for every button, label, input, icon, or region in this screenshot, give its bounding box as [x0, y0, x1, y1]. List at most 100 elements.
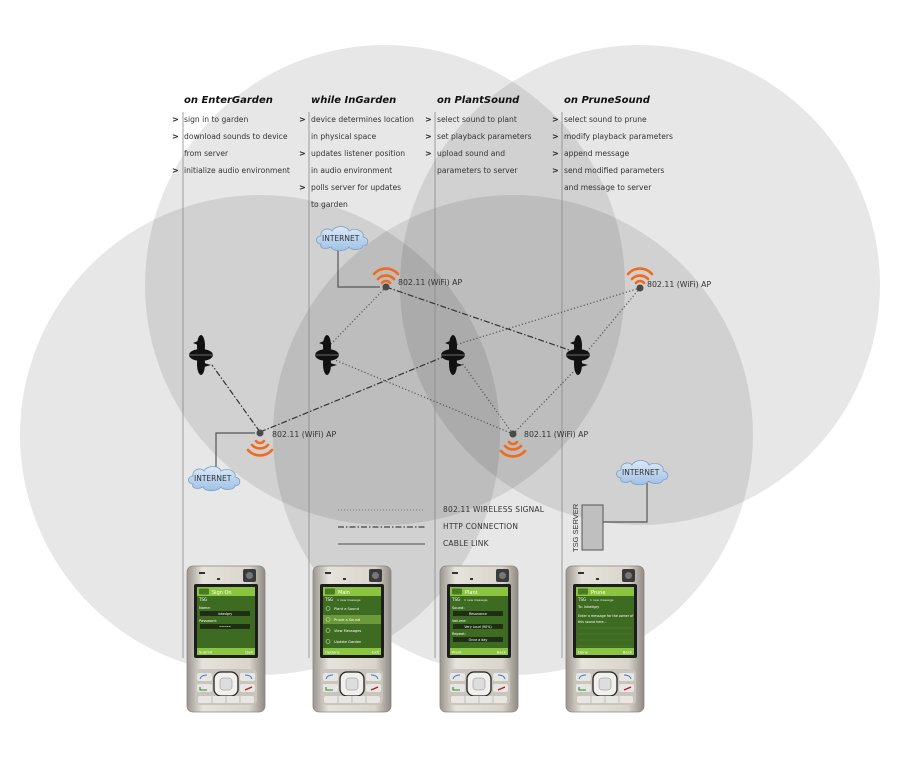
phone-brand: TSG	[324, 597, 333, 602]
cable-links	[215, 247, 648, 523]
step-text: upload sound and	[437, 149, 506, 158]
step-item: >modify playback parameters	[550, 128, 675, 145]
phone-subtitle: 1 new message	[464, 598, 488, 602]
bullet-arrow-icon: >	[299, 183, 306, 192]
internet-cloud-left[interactable]: INTERNET	[188, 466, 241, 492]
step-item: >send modified parameters	[550, 162, 675, 179]
phone-field-value[interactable]: inkedgry	[218, 612, 232, 616]
softkey-right[interactable]: Quit	[245, 650, 253, 655]
step-text: from server	[184, 149, 229, 158]
step-text: download sounds to device	[184, 132, 288, 141]
action-column: on PruneSound>select sound to prune>modi…	[550, 95, 675, 196]
phone-subtitle: 1 new message	[337, 598, 361, 602]
legend-label-http: HTTP CONNECTION	[443, 522, 519, 531]
phone-field-label: Sound:	[452, 606, 465, 610]
step-item: >upload sound and	[423, 145, 548, 162]
cloud-icon	[616, 460, 669, 486]
phone-brand: TSG	[198, 597, 207, 602]
softkey-left[interactable]: Plant	[452, 650, 462, 655]
bullet-arrow-icon: >	[299, 115, 306, 124]
softkey-right[interactable]: Back	[623, 650, 633, 655]
internet-cloud-top[interactable]: INTERNET	[316, 226, 369, 252]
phone-menu-item[interactable]: Update Garden	[334, 640, 361, 644]
cable-link	[603, 480, 648, 523]
phone-field-value[interactable]: ••••••	[219, 625, 231, 629]
wireless-signal-line	[334, 359, 514, 435]
action-column: while InGarden >device determines locatio…	[297, 95, 422, 213]
softkey-left[interactable]: Done	[578, 650, 589, 655]
listener-device-icon[interactable]	[189, 335, 213, 375]
cloud-label: INTERNET	[322, 234, 360, 243]
listener-device-icon[interactable]	[315, 335, 339, 375]
phone-menu-item[interactable]: Plant a Sound	[334, 607, 359, 611]
phone-screen-title: Main	[338, 590, 350, 596]
step-text: append message	[564, 149, 630, 158]
softkey-left[interactable]: Submit	[199, 650, 213, 655]
step-text: send modified parameters	[564, 166, 665, 175]
wifi-icon	[246, 439, 274, 457]
phone-field-value[interactable]: Once a day	[469, 638, 488, 642]
phone-screen-title: Prune	[591, 590, 605, 596]
column-dividers	[182, 112, 563, 658]
internet-cloud-right[interactable]: INTERNET	[616, 460, 669, 486]
phone-menu-item[interactable]: Prune a Sound	[334, 618, 360, 622]
http-connection-line	[211, 364, 261, 433]
listener-devices	[189, 335, 590, 375]
phone-subtitle: 1 new message	[590, 598, 614, 602]
softkey-right[interactable]: Exit	[372, 650, 380, 655]
step-item: > sign in to garden	[170, 111, 295, 128]
step-item: >device determines location	[297, 111, 422, 128]
step-text: select sound to plant	[437, 115, 517, 124]
column-title: while InGarden	[311, 95, 397, 106]
step-text: and message to server	[564, 183, 652, 192]
step-item: >set playback parameters	[423, 128, 548, 145]
access-point-bottom-left	[246, 429, 274, 457]
phone-field-value[interactable]: Resonance	[469, 612, 487, 616]
tsg-server[interactable]: TSG SERVER	[571, 503, 604, 552]
cable-link	[337, 247, 380, 288]
access-point-bottom-center	[499, 430, 527, 458]
bullet-arrow-icon: >	[552, 115, 559, 124]
phone-sign-on[interactable]: Sign OnTSGName:inkedgryPassword:••••••Su…	[186, 565, 266, 713]
bullet-arrow-icon: >	[425, 115, 432, 124]
step-text: modify playback parameters	[564, 132, 674, 141]
listener-device-icon[interactable]	[566, 335, 590, 375]
phone-to-line: To: inkedgry	[577, 605, 599, 609]
http-connection-line	[385, 286, 576, 353]
step-text: sign in to garden	[184, 115, 249, 124]
step-text: polls server for updates	[311, 183, 402, 192]
phone-message[interactable]: Enter a message for the owner of	[578, 614, 634, 618]
access-point-node	[382, 283, 390, 291]
step-text: in physical space	[311, 132, 377, 141]
step-item: > polls server for updates	[297, 179, 422, 196]
cable-link	[215, 432, 255, 467]
softkey-right[interactable]: Back	[497, 650, 507, 655]
step-item: >select sound to prune	[550, 111, 675, 128]
cloud-icon	[316, 226, 369, 252]
phone-menu-item[interactable]: View Messages	[334, 629, 361, 633]
step-item: > select sound to plant	[423, 111, 548, 128]
bullet-arrow-icon: >	[172, 115, 179, 124]
legend-label-wireless: 802.11 WIRELESS SIGNAL	[443, 505, 545, 514]
step-item: and message to server	[550, 179, 675, 196]
legend	[338, 509, 425, 545]
phone-field-label: Name:	[199, 606, 211, 610]
access-point-node	[256, 429, 264, 437]
access-point-label: 802.11 (WiFi) AP	[398, 278, 463, 287]
phone-field-label: Repeat:	[452, 632, 466, 636]
column-steps: > select sound to plant >set playback para…	[423, 111, 548, 179]
listener-device-icon[interactable]	[441, 335, 465, 375]
step-text: updates listener position	[311, 149, 406, 158]
step-text: to garden	[311, 200, 348, 209]
phone-field-value[interactable]: Very Loud (90%)	[464, 625, 491, 629]
wireless-signal-lines	[329, 286, 641, 435]
softkey-left[interactable]: Options	[325, 650, 340, 655]
cloud-label: INTERNET	[622, 468, 660, 477]
bullet-arrow-icon: >	[425, 132, 432, 141]
wifi-icon	[626, 267, 654, 285]
bullet-arrow-icon: >	[172, 166, 179, 175]
access-point-label: 802.11 (WiFi) AP	[272, 430, 337, 439]
